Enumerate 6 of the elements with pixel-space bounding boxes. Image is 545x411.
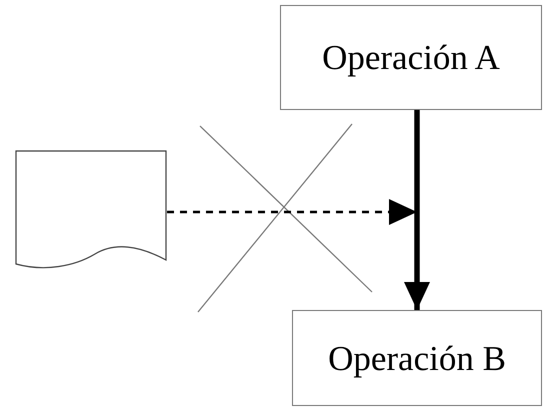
box-label: Operación B: [328, 340, 506, 376]
box-label: Operación A: [322, 40, 500, 75]
arrow: [167, 199, 417, 225]
process-box: [280, 5, 542, 110]
process-box: [292, 310, 542, 406]
arrow: [404, 110, 430, 310]
